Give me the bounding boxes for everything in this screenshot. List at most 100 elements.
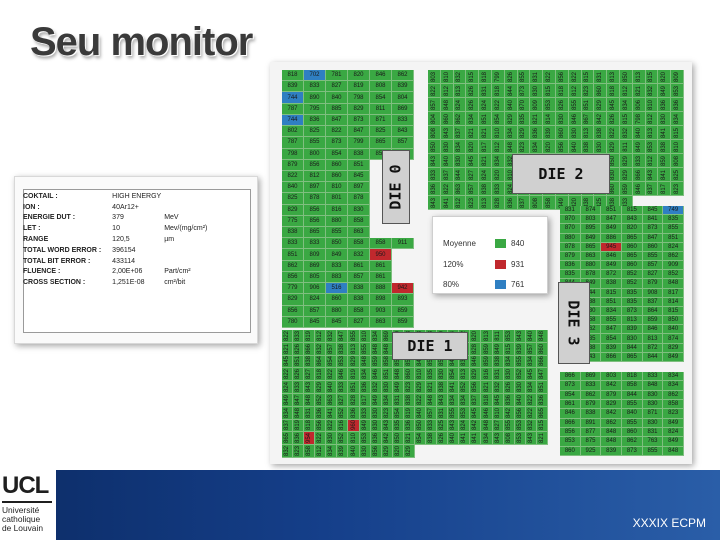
error-count-cell (526, 445, 537, 458)
error-count-cell: 832 (348, 249, 370, 261)
param-unit: MeV (164, 214, 179, 222)
error-count-cell: 827 (492, 419, 504, 433)
error-count-cell: 829 (620, 154, 633, 168)
error-count-cell: 835 (517, 112, 531, 126)
error-count-cell: 862 (453, 112, 467, 126)
param-value: 40Ar12+ (112, 203, 139, 211)
error-count-cell: 838 (492, 355, 504, 369)
error-count-cell: 845 (304, 316, 326, 328)
error-count-cell: 838 (479, 182, 492, 196)
error-count-cell: 886 (601, 233, 622, 243)
error-count-cell: 860 (326, 294, 348, 306)
error-count-cell: 840 (282, 182, 304, 194)
error-count-cell: 854 (560, 390, 581, 400)
error-count-cell: 848 (304, 394, 316, 407)
param-unit: Mev/(mg/cm²) (164, 225, 208, 233)
error-count-cell: 830 (530, 84, 544, 98)
error-count-cell: 815 (543, 84, 556, 98)
page-title: Seu monitor (30, 20, 253, 64)
error-count-cell: 826 (556, 98, 569, 112)
error-count-cell: 843 (381, 419, 393, 433)
error-count-cell: 822 (568, 70, 582, 84)
error-count-cell: 829 (282, 294, 304, 306)
error-count-cell: 879 (580, 399, 602, 410)
error-count-cell: 820 (466, 140, 480, 154)
error-count-cell: 847 (337, 330, 349, 343)
error-count-cell: 826 (293, 368, 305, 382)
die3-label: DIE 3 (558, 282, 590, 364)
error-count-cell: 851 (601, 297, 622, 307)
error-count-cell: 847 (642, 233, 664, 243)
error-count-cell: 856 (282, 271, 304, 284)
error-count-cell: 849 (580, 279, 602, 289)
error-count-cell: 836 (671, 98, 684, 112)
error-count-cell: 883 (326, 271, 348, 284)
error-count-cell: 858 (580, 316, 602, 326)
error-count-cell: 851 (536, 381, 548, 394)
error-count-cell: 858 (621, 381, 643, 391)
error-count-cell: 824 (453, 98, 467, 112)
error-count-cell: 829 (607, 140, 620, 154)
footer-bar (0, 470, 720, 540)
error-count-cell: 833 (642, 372, 664, 382)
error-count-cell: 853 (337, 355, 349, 369)
error-count-cell: 825 (437, 419, 449, 433)
error-count-cell: 911 (392, 238, 414, 250)
error-count-cell: 855 (621, 399, 643, 410)
error-count-cell: 859 (642, 316, 664, 326)
error-count-cell: 873 (517, 84, 531, 98)
error-count-cell: 857 (426, 406, 438, 420)
param-row: COKTAIL :HIGH ENERGY (23, 191, 210, 202)
param-value: 396154 (112, 246, 136, 254)
error-count-cell: 831 (479, 84, 492, 98)
error-count-cell: 842 (601, 409, 622, 419)
error-count-cell: 840 (504, 98, 518, 112)
error-count-cell: 854 (370, 92, 392, 104)
error-count-cell: 833 (428, 168, 441, 182)
error-count-cell: 853 (503, 330, 515, 343)
error-count-cell: 841 (459, 432, 471, 446)
error-count-cell: 819 (403, 406, 415, 420)
error-count-cell: 749 (663, 206, 684, 216)
error-count-cell: 856 (304, 159, 326, 171)
error-count-cell: 836 (504, 196, 518, 210)
error-count-cell: 855 (517, 70, 531, 84)
error-count-cell: 842 (448, 355, 460, 369)
error-count-cell: 866 (536, 355, 548, 369)
error-count-cell: 856 (470, 381, 482, 394)
error-count-cell: 862 (663, 251, 684, 262)
error-count-cell: 815 (645, 70, 659, 84)
error-count-cell: 821 (481, 381, 493, 394)
error-count-cell: 850 (414, 419, 427, 433)
error-count-cell: 836 (348, 406, 360, 420)
error-count-cell: 812 (315, 445, 327, 458)
error-count-cell: 874 (580, 206, 602, 216)
error-count-cell: 871 (370, 114, 392, 127)
error-count-cell (459, 445, 470, 458)
error-count-cell: 818 (282, 70, 304, 82)
error-count-cell: 817 (359, 394, 371, 407)
error-count-cell (448, 445, 459, 458)
error-count-cell: 834 (530, 140, 544, 154)
error-count-cell: 850 (428, 140, 441, 154)
error-count-cell: 823 (671, 182, 684, 196)
error-count-cell: 846 (632, 182, 646, 196)
error-count-cell: 849 (370, 394, 382, 407)
error-count-cell: 804 (392, 92, 414, 104)
error-count-cell: 815 (620, 112, 633, 126)
error-count-cell: 836 (658, 98, 672, 112)
error-count-cell: 813 (348, 342, 360, 356)
error-count-cell: 945 (601, 242, 622, 252)
error-count-cell: 821 (466, 126, 480, 140)
param-label: ION : (23, 203, 40, 211)
error-count-cell: 872 (642, 343, 664, 353)
die1-label: DIE 1 (392, 332, 468, 360)
error-count-cell: 849 (601, 224, 622, 234)
error-count-cell: 847 (536, 368, 548, 382)
error-count-cell: 815 (621, 206, 643, 216)
error-count-cell: 814 (663, 297, 684, 307)
error-count-cell: 847 (326, 114, 348, 127)
